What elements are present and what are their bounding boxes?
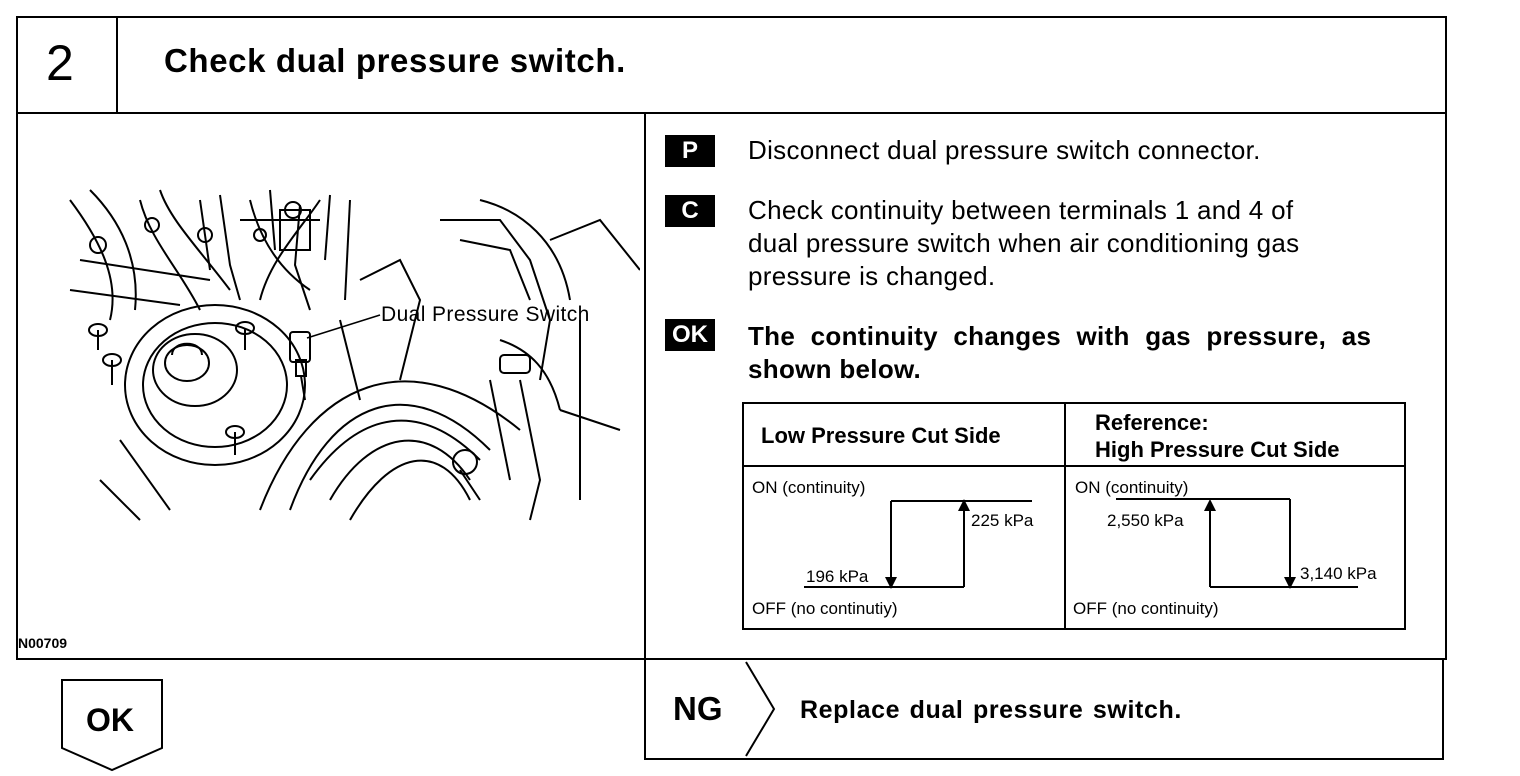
dual-pressure-switch-callout: Dual Pressure Switch [381,303,590,326]
instruction-ok-line1: The continuity changes with gas pressure… [748,321,1372,351]
instruction-ok-line2: shown below. [748,354,922,384]
table-header-high: High Pressure Cut Side [1095,437,1340,462]
step-title: Check dual pressure switch. [164,42,626,79]
engine-illustration [69,189,640,521]
low-off-label: OFF (no continutiy) [752,599,898,618]
table-header-low: Low Pressure Cut Side [761,423,1001,448]
high-on-label: ON (continuity) [1075,478,1189,497]
ng-action-text: Replace dual pressure switch. [800,696,1182,724]
pressure-table [742,402,1406,630]
high-pressure-diagram [1116,498,1358,589]
ng-chevron [745,661,776,757]
step-header [16,16,1447,114]
low-rise-label: 225 kPa [971,511,1034,530]
badge-p: P [665,135,715,167]
step-number-divider [116,16,118,114]
low-pressure-diagram [804,499,1032,589]
instruction-c-line2: dual pressure switch when air conditioni… [748,228,1300,258]
table-header-divider [742,465,1406,467]
column-divider [644,114,646,660]
ng-result-box [644,658,1444,760]
high-off-label: OFF (no continuity) [1073,599,1219,618]
ok-result-label: OK [86,702,134,738]
high-rise-label: 2,550 kPa [1107,511,1184,530]
ok-result-arrow [61,679,163,772]
figure-id: N00709 [18,635,68,651]
badge-ok: OK [665,319,715,351]
instruction-p-text: Disconnect dual pressure switch connecto… [748,135,1261,165]
table-column-divider [1064,402,1066,630]
instruction-c-line1: Check continuity between terminals 1 and… [748,195,1294,225]
ng-label: NG [673,690,723,727]
low-fall-label: 196 kPa [806,567,869,586]
table-header-ref: Reference: [1095,410,1209,435]
step-number: 2 [46,35,74,91]
high-fall-label: 3,140 kPa [1300,564,1377,583]
instruction-c-line3: pressure is changed. [748,261,996,291]
low-on-label: ON (continuity) [752,478,866,497]
badge-c: C [665,195,715,227]
